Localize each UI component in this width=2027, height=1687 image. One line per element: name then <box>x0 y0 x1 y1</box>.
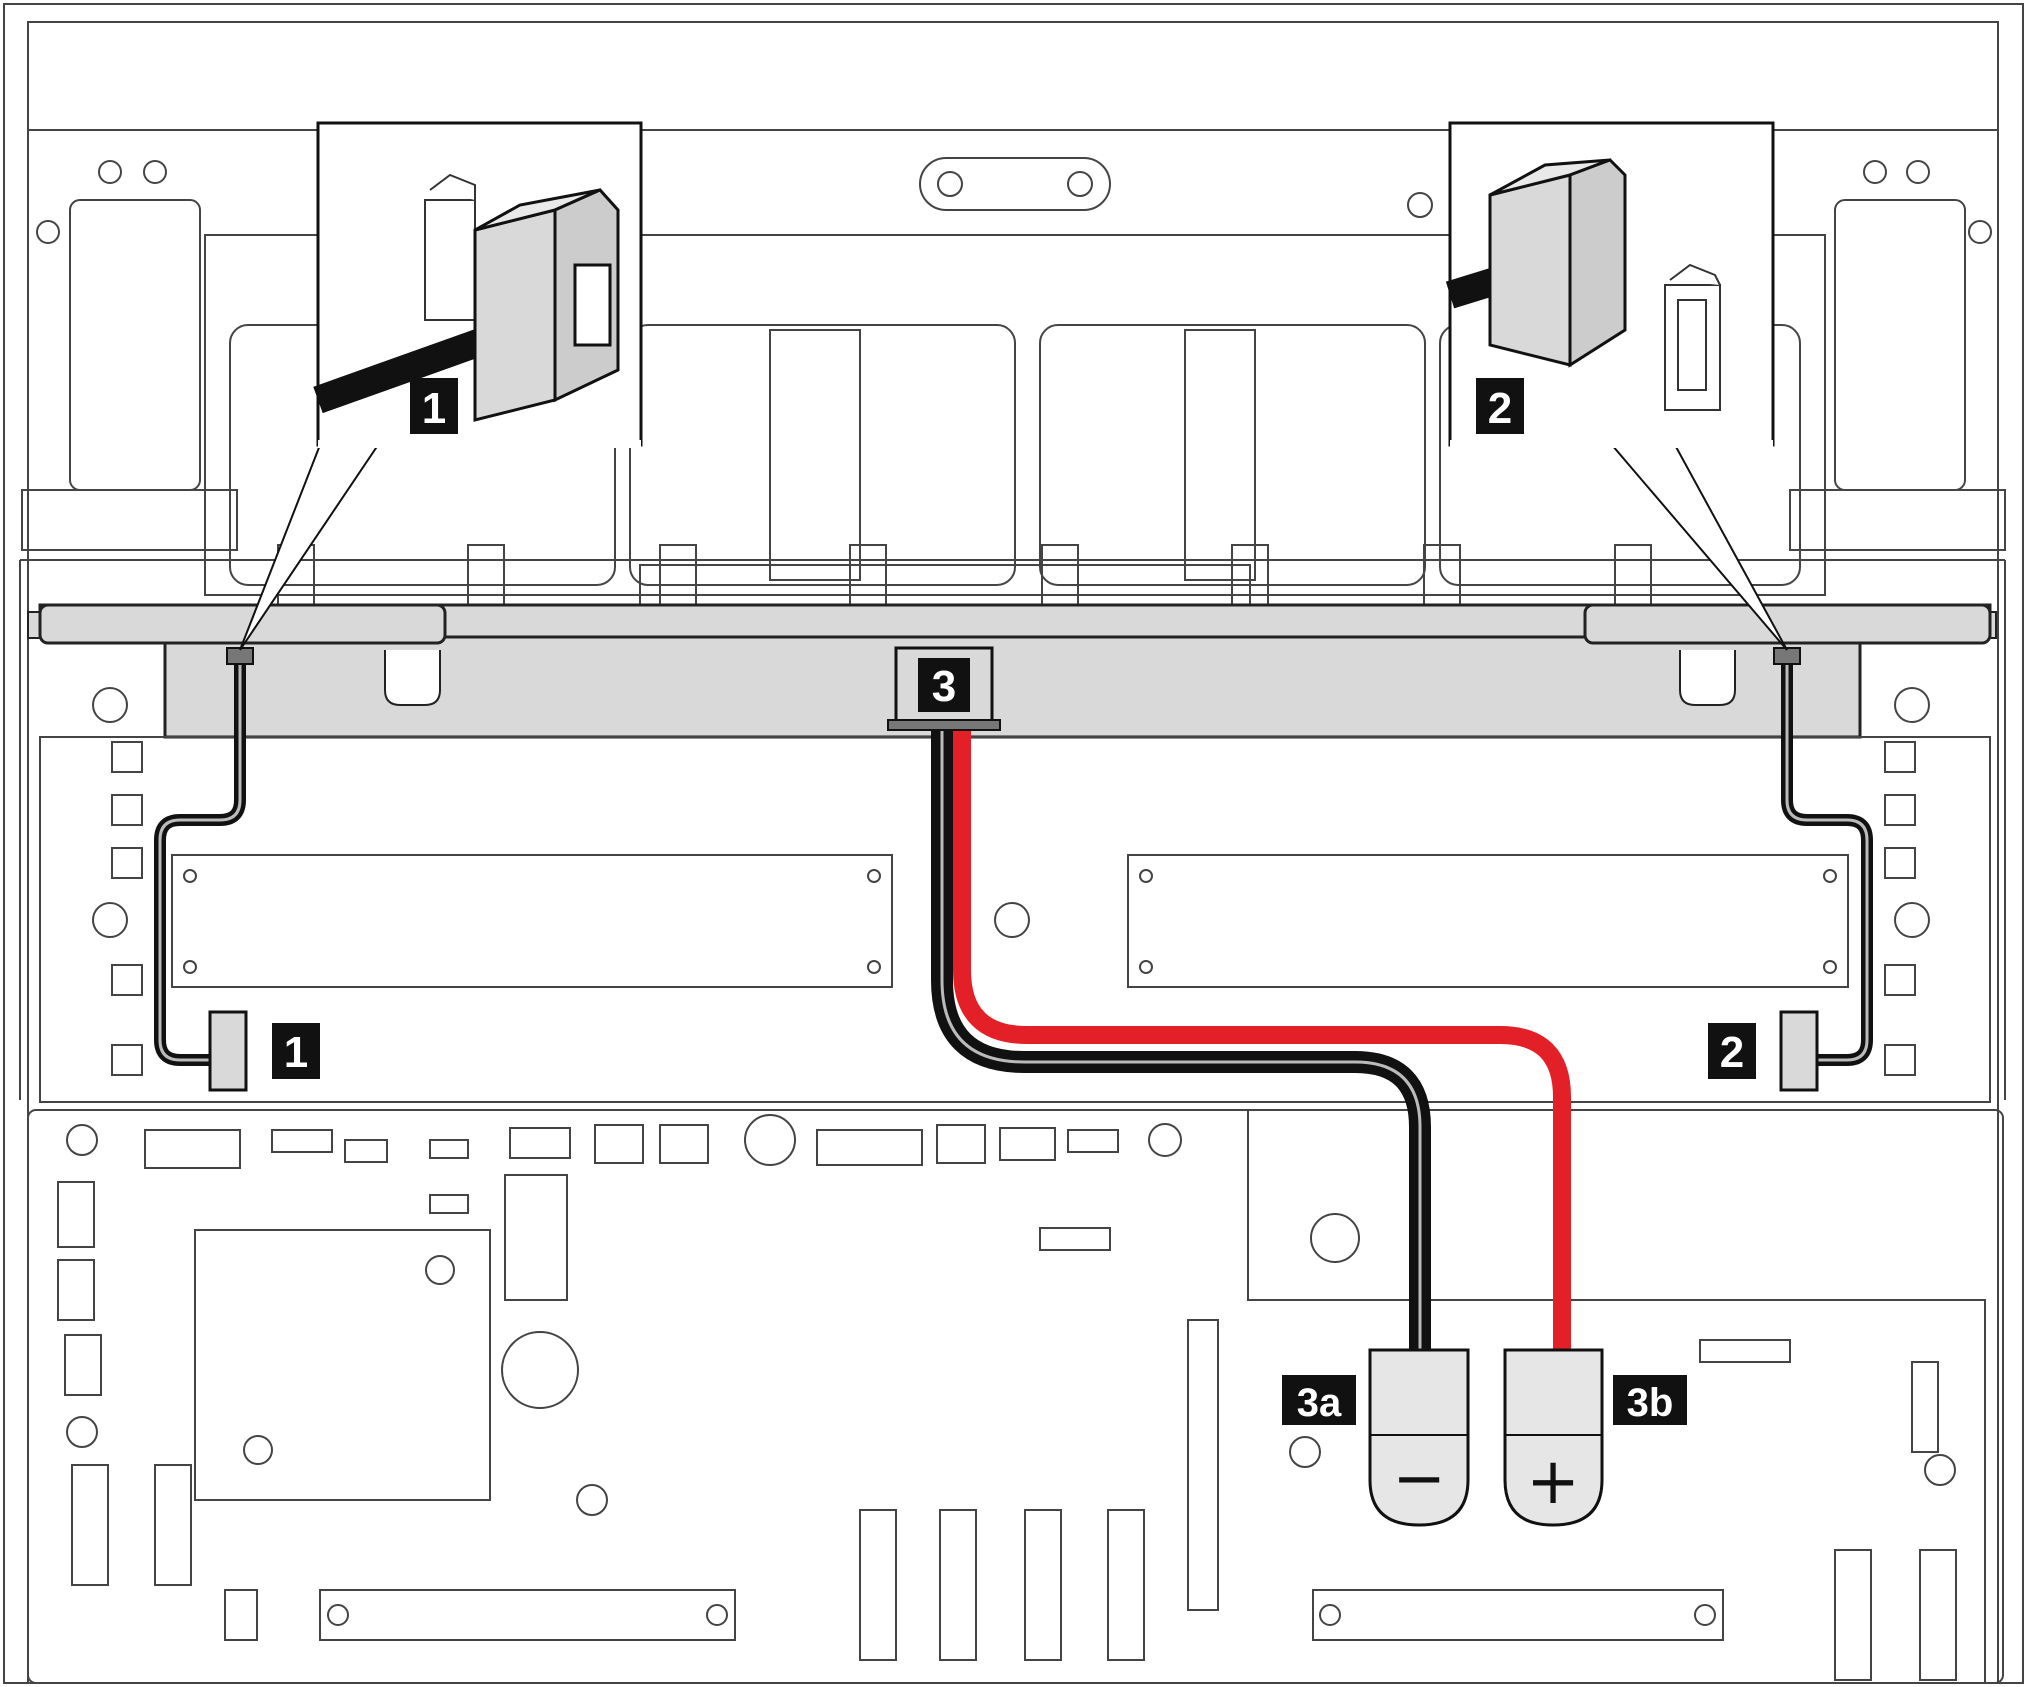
terminal-positive: + <box>1503 1348 1604 1527</box>
callout-3-label: 3 <box>932 662 956 711</box>
system-board <box>27 1109 2004 1684</box>
callout-2: 2 <box>1708 1023 1756 1079</box>
callout-2-label: 2 <box>1720 1028 1744 1077</box>
inset-1: 1 <box>239 121 643 651</box>
positive-sign: + <box>1526 1445 1580 1519</box>
callout-3a-label: 3a <box>1297 1381 1342 1425</box>
inset-2-callout: 2 <box>1488 384 1512 433</box>
terminal-negative: − <box>1368 1348 1470 1527</box>
cable-2 <box>1781 650 1873 1066</box>
callout-3: 3 <box>918 658 970 712</box>
cable-3-black <box>931 728 1431 1350</box>
connector-1 <box>208 647 254 1092</box>
callout-1: 1 <box>272 1023 320 1079</box>
inset-2: 2 <box>1445 121 1788 651</box>
negative-sign: − <box>1392 1442 1446 1516</box>
callout-3a: 3a <box>1282 1375 1356 1425</box>
cable-1 <box>154 650 246 1066</box>
chassis-outline <box>3 3 2024 1684</box>
connector-2 <box>1773 647 1819 1092</box>
callout-1-label: 1 <box>284 1028 308 1077</box>
inset-1-callout: 1 <box>422 384 446 433</box>
cable-3-red <box>953 728 1571 1350</box>
cable-tray <box>19 560 2006 1100</box>
callout-3b-label: 3b <box>1627 1381 1674 1425</box>
mid-panel <box>39 687 1991 1103</box>
callout-3b: 3b <box>1613 1375 1687 1425</box>
